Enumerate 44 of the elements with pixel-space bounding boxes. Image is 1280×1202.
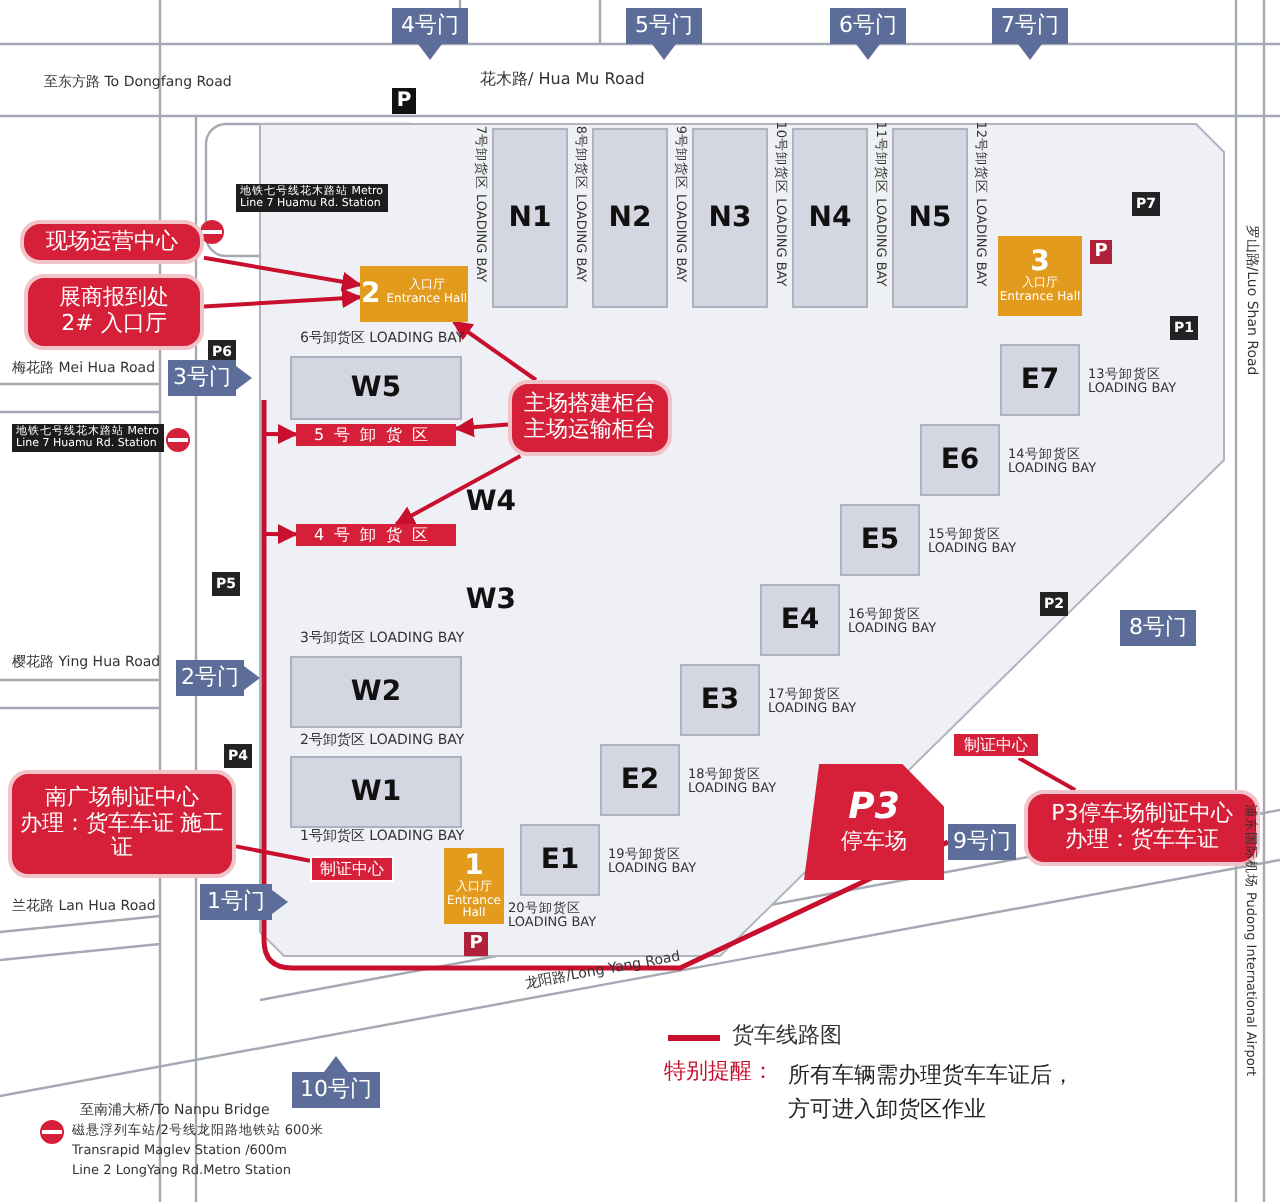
exhibition-hall: E2: [600, 744, 680, 816]
parking-sign: P: [1090, 240, 1112, 264]
exhibition-hall: N2: [592, 128, 668, 308]
leader-line: [203, 288, 362, 309]
exhibition-hall: E4: [760, 584, 840, 656]
exhibition-hall: E5: [840, 504, 920, 576]
callout-box: 展商报到处 2# 入口厅: [24, 274, 204, 350]
leader-line: [1017, 756, 1077, 792]
leader-line: [452, 320, 538, 382]
note-text: 所有车辆需办理货车车证后，方可进入卸货区作业: [788, 1060, 1076, 1125]
exhibition-hall: N4: [792, 128, 868, 308]
exhibition-hall: W2: [290, 656, 462, 728]
leader-line: [203, 255, 362, 292]
loading-area-band: 4号卸货区: [296, 524, 456, 546]
gate-sign: 9号门: [948, 824, 1016, 860]
exhibition-hall: E6: [920, 424, 1000, 496]
parking-area: P3 停车场: [804, 764, 944, 880]
parking-sign: P: [392, 88, 416, 114]
legend-text: 货车线路图: [732, 1024, 842, 1049]
exhibition-hall: E1: [520, 824, 600, 896]
exhibition-hall: W1: [290, 756, 462, 828]
exhibition-hall: E7: [1000, 344, 1080, 416]
permit-office-box: 制证中心: [310, 856, 394, 882]
exhibition-hall: N5: [892, 128, 968, 308]
exhibition-hall: W3: [284, 548, 516, 616]
note-heading: 特别提醒：: [664, 1060, 774, 1085]
permit-office-box: 制证中心: [952, 732, 1040, 758]
leader-line: [235, 844, 311, 863]
parking-sign: P: [464, 932, 488, 956]
gate-sign: 8号门: [1120, 610, 1196, 646]
exhibition-hall: E3: [680, 664, 760, 736]
exhibition-hall: N3: [692, 128, 768, 308]
arrow: [266, 524, 298, 545]
exhibition-hall: W4: [284, 450, 516, 518]
callout-box: 现场运营中心: [20, 220, 204, 264]
map-label: 花木路/ Hua Mu Road: [480, 72, 645, 90]
loading-area-band: 5号卸货区: [296, 424, 456, 446]
leader-line: [394, 454, 522, 526]
exhibition-hall: N1: [492, 128, 568, 308]
arrow: [266, 424, 298, 445]
callout-box: 主场搭建柜台 主场运输柜台: [508, 380, 672, 456]
leader-line: [454, 417, 509, 438]
exhibition-hall: W5: [290, 356, 462, 420]
callout-box: 南广场制证中心 办理：货车车证 施工证: [8, 770, 236, 878]
